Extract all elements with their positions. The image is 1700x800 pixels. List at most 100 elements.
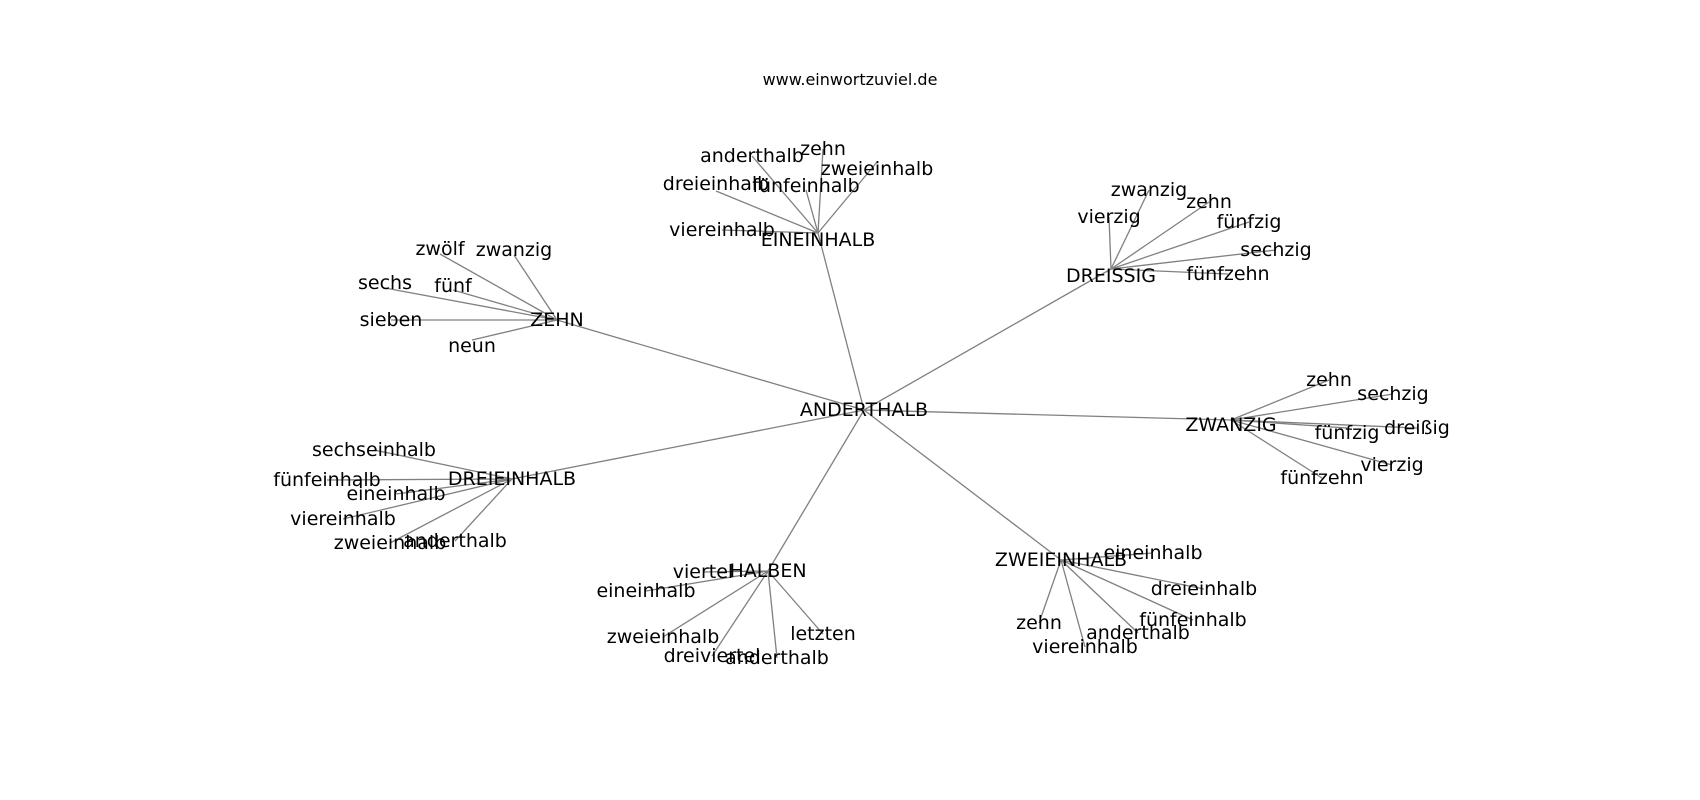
site-url-header: www.einwortzuviel.de [762,70,938,89]
node-leaf-dreissig-sechzig: sechzig [1240,239,1311,261]
node-leaf-dreieinhalb-fuenfeinhalb: fünfeinhalb [273,469,381,491]
edge-root-halben [767,409,865,572]
node-leaf-zehn-zwoelf: zwölf [415,238,465,260]
edge-eineinhalb-anderthalb [751,155,819,234]
node-hub-zwanzig: ZWANZIG [1185,414,1276,436]
node-leaf-dreissig-vierzig: vierzig [1077,206,1140,228]
graph-labels: ANDERTHALBEINEINHALBanderthalbzehnzweiei… [273,138,1450,669]
node-leaf-dreissig-zwanzig: zwanzig [1111,179,1188,201]
node-leaf-eineinhalb-zehn: zehn [800,138,846,160]
node-leaf-halben-zweieinhalb: zweieinhalb [607,626,720,648]
edge-root-zehn [556,319,865,411]
edge-zweieinhalb-anderthalb [1060,559,1139,634]
node-hub-zehn: ZEHN [530,309,584,331]
node-leaf-dreieinhalb-anderthalb: anderthalb [403,530,507,552]
edge-eineinhalb-zehn [817,148,824,234]
node-leaf-zwanzig-dreissig: dreißig [1384,417,1450,439]
node-root-anderthalb: ANDERTHALB [800,399,928,421]
edge-root-dreissig [863,268,1112,411]
edge-root-eineinhalb [817,232,865,411]
edge-halben-anderthalb [767,570,778,659]
edge-eineinhalb-viereinhalb [721,229,819,234]
node-leaf-zwanzig-vierzig: vierzig [1360,454,1423,476]
edge-zehn-sechs [384,287,558,321]
node-leaf-halben-letzten: letzten [790,623,856,645]
edge-eineinhalb-zweieinhalb [817,161,878,234]
edge-dreieinhalb-anderthalb [454,478,513,542]
edge-halben-zweieinhalb [662,570,769,638]
edge-zwanzig-dreissig [1230,419,1418,429]
node-leaf-zehn-fuenf: fünf [434,275,473,297]
edge-zweieinhalb-eineinhalb [1060,552,1154,561]
edge-dreieinhalb-zweieinhalb [389,478,513,544]
edge-dreieinhalb-viereinhalb [342,478,513,520]
node-hub-dreissig: DREISSIG [1066,265,1156,287]
node-leaf-eineinhalb-dreieinhalb: dreieinhalb [663,173,769,195]
edge-dreieinhalb-sechseinhalb [373,449,513,480]
edge-dreissig-zwanzig [1110,189,1150,270]
edge-eineinhalb-dreieinhalb [715,190,819,234]
node-leaf-zehn-neun: neun [448,335,496,357]
edge-zwanzig-zehn [1230,379,1330,421]
node-leaf-zwanzig-fuenfzig: fünfzig [1315,422,1380,444]
edge-zwanzig-fuenfzehn [1230,419,1323,479]
edge-dreissig-vierzig [1108,216,1112,270]
edge-zwanzig-sechzig [1230,393,1394,421]
edge-dreissig-fuenfzig [1110,221,1250,270]
node-leaf-zweieinhalb-fuenfeinhalb: fünfeinhalb [1139,609,1247,631]
node-hub-halben: HALBEN [729,560,806,582]
node-leaf-zweieinhalb-zehn: zehn [1016,612,1062,634]
edge-zweieinhalb-zehn [1038,559,1062,624]
node-leaf-zwanzig-fuenfzehn: fünfzehn [1280,467,1363,489]
node-leaf-zweieinhalb-dreieinhalb: dreieinhalb [1151,578,1257,600]
edge-halben-letzten [767,570,824,635]
node-leaf-zwanzig-zehn: zehn [1306,369,1352,391]
node-leaf-dreieinhalb-eineinhalb: eineinhalb [346,483,445,505]
edge-halben-eineinhalb [645,570,769,592]
node-leaf-zehn-zwanzig: zwanzig [476,239,553,261]
node-leaf-dreissig-fuenfzehn: fünfzehn [1186,263,1269,285]
edge-dreieinhalb-eineinhalb [395,478,513,495]
edge-zehn-zwoelf [439,253,558,321]
node-leaf-eineinhalb-zweieinhalb: zweieinhalb [821,158,934,180]
node-leaf-halben-dreiviertel: dreiviertel [664,645,761,667]
edge-halben-dreiviertel [711,570,769,657]
node-leaf-eineinhalb-fuenfeinhalb: fünfeinhalb [752,175,860,197]
edge-zwanzig-vierzig [1230,419,1393,466]
edge-dreissig-sechzig [1110,249,1277,270]
node-leaf-zweieinhalb-viereinhalb: viereinhalb [1032,636,1138,658]
node-leaf-dreieinhalb-zweieinhalb: zweieinhalb [334,532,447,554]
edge-zehn-neun [471,319,558,341]
edge-dreissig-zehn [1110,201,1210,270]
graph-edges [326,148,1418,659]
edge-zweieinhalb-viereinhalb [1060,559,1086,648]
edge-halben-viertel [702,570,769,573]
edge-zehn-zwanzig [513,254,558,321]
edge-root-zweieinhalb [863,409,1062,561]
node-leaf-dreieinhalb-sechseinhalb: sechseinhalb [312,439,436,461]
edge-zweieinhalb-dreieinhalb [1060,559,1205,590]
edge-root-dreieinhalb [511,409,865,480]
node-leaf-halben-eineinhalb: eineinhalb [596,580,695,602]
edge-eineinhalb-fuenfeinhalb [805,189,819,234]
node-leaf-eineinhalb-anderthalb: anderthalb [700,145,804,167]
node-leaf-halben-anderthalb: anderthalb [725,647,829,669]
node-leaf-zehn-sechs: sechs [358,272,412,294]
node-leaf-eineinhalb-viereinhalb: viereinhalb [669,219,775,241]
edge-dreissig-fuenfzehn [1110,268,1229,275]
node-hub-dreieinhalb: DREIEINHALB [448,468,576,490]
node-leaf-zehn-sieben: sieben [360,309,423,331]
node-hub-eineinhalb: EINEINHALB [761,229,876,251]
node-leaf-dreieinhalb-viereinhalb: viereinhalb [290,508,396,530]
edge-root-zwanzig [863,409,1232,421]
edge-zehn-fuenf [452,289,558,321]
node-hub-zweieinhalb: ZWEIEINHALB [995,549,1127,571]
node-leaf-dreissig-zehn: zehn [1186,191,1232,213]
node-leaf-zweieinhalb-anderthalb: anderthalb [1086,622,1190,644]
edge-zweieinhalb-fuenfeinhalb [1060,559,1194,621]
node-leaf-zwanzig-sechzig: sechzig [1357,383,1428,405]
edge-dreieinhalb-fuenfeinhalb [326,478,513,481]
node-leaf-dreissig-fuenfzig: fünfzig [1217,211,1282,233]
node-leaf-zweieinhalb-eineinhalb: eineinhalb [1103,542,1202,564]
